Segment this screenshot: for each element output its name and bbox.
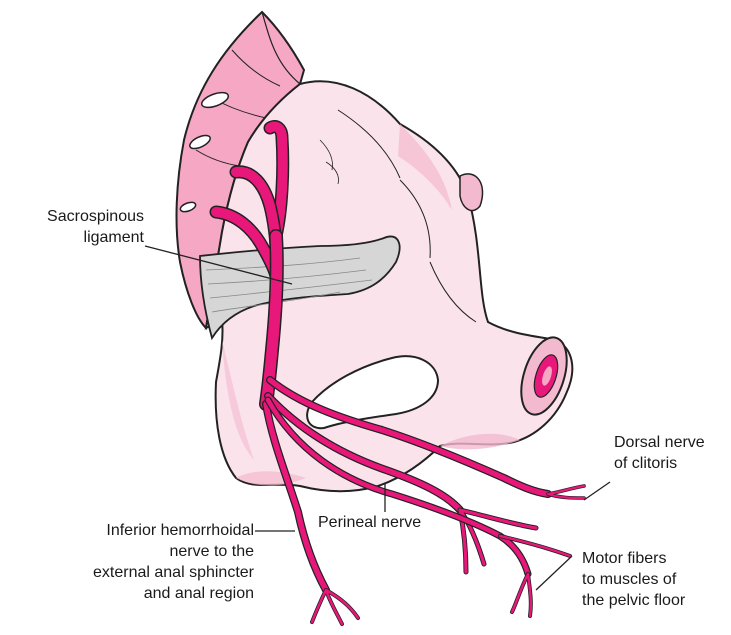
label-inferior-hemorrhoidal: Inferior hemorrhoidal nerve to the exter…	[8, 520, 254, 604]
label-motor-line1: Motor fibers	[582, 548, 685, 569]
label-perineal-nerve: Perineal nerve	[318, 512, 421, 533]
label-dorsal-line1: Dorsal nerve	[614, 432, 705, 453]
label-dorsal-line2: of clitoris	[614, 453, 705, 474]
label-perineal-line1: Perineal nerve	[318, 512, 421, 533]
leader-dorsal	[584, 482, 610, 500]
label-inferior-line2: nerve to the	[8, 541, 254, 562]
label-sacrospinous-line2: ligament	[8, 227, 144, 248]
label-motor-line2: to muscles of	[582, 569, 685, 590]
label-sacrospinous: Sacrospinous ligament	[8, 206, 144, 248]
label-dorsal-nerve: Dorsal nerve of clitoris	[614, 432, 705, 474]
leader-motor	[536, 556, 572, 590]
label-sacrospinous-line1: Sacrospinous	[8, 206, 144, 227]
label-inferior-line4: and anal region	[8, 583, 254, 604]
label-motor-fibers: Motor fibers to muscles of the pelvic fl…	[582, 548, 685, 611]
label-motor-line3: the pelvic floor	[582, 590, 685, 611]
label-inferior-line3: external anal sphincter	[8, 562, 254, 583]
label-inferior-line1: Inferior hemorrhoidal	[8, 520, 254, 541]
